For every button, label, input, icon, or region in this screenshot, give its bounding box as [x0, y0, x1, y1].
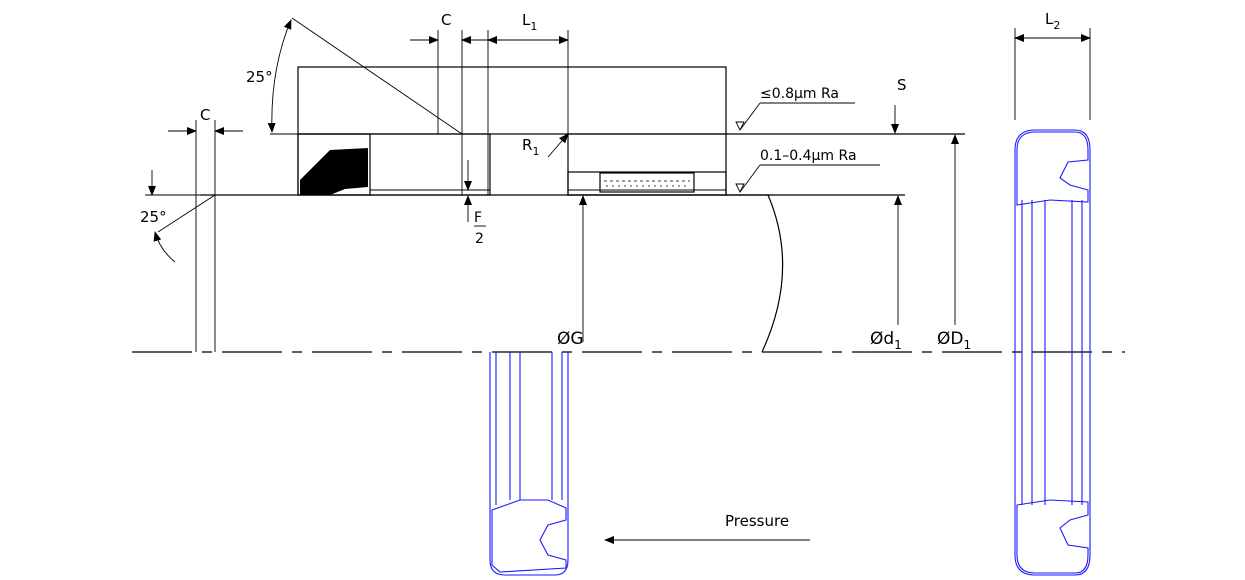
- label-dia-D1: ØD1: [937, 329, 971, 352]
- seal-hex-fill-lower: [491, 499, 567, 573]
- label-dia-d1: Ød1: [870, 329, 902, 352]
- label-roughness-bottom: 0.1–0.4μm Ra: [760, 148, 857, 164]
- label-c-left: C: [200, 106, 210, 124]
- label-f-denominator: 2: [475, 231, 484, 247]
- label-dia-g: ØG: [557, 329, 584, 349]
- label-roughness-top: ≤0.8μm Ra: [760, 86, 839, 102]
- label-f-numerator: F: [474, 210, 482, 226]
- roughness-symbol-bottom: [735, 183, 745, 194]
- label-c-top: C: [441, 11, 451, 29]
- label-pressure: Pressure: [725, 512, 789, 530]
- roughness-symbol-top: [735, 121, 745, 132]
- label-angle-top: 25°: [246, 68, 273, 86]
- chamfer-angle-line-top: [291, 17, 463, 135]
- seal-profile-right: [1014, 129, 1091, 576]
- label-l1: L1: [522, 11, 537, 33]
- housing-upper-block: [297, 66, 727, 135]
- seal-hex-fill-right-top: [1016, 131, 1089, 206]
- label-l2: L2: [1045, 10, 1060, 32]
- label-angle-left: 25°: [140, 208, 167, 226]
- seal-cross-section: [300, 148, 368, 195]
- wear-ring: [599, 172, 695, 193]
- seal-profile-lower: [489, 352, 569, 576]
- label-r1: R1: [522, 136, 539, 158]
- rod-break-line: [761, 194, 784, 353]
- seal-hex-fill-right-bottom: [1016, 499, 1089, 574]
- label-s: S: [897, 76, 907, 94]
- housing-lower-right: [567, 133, 727, 196]
